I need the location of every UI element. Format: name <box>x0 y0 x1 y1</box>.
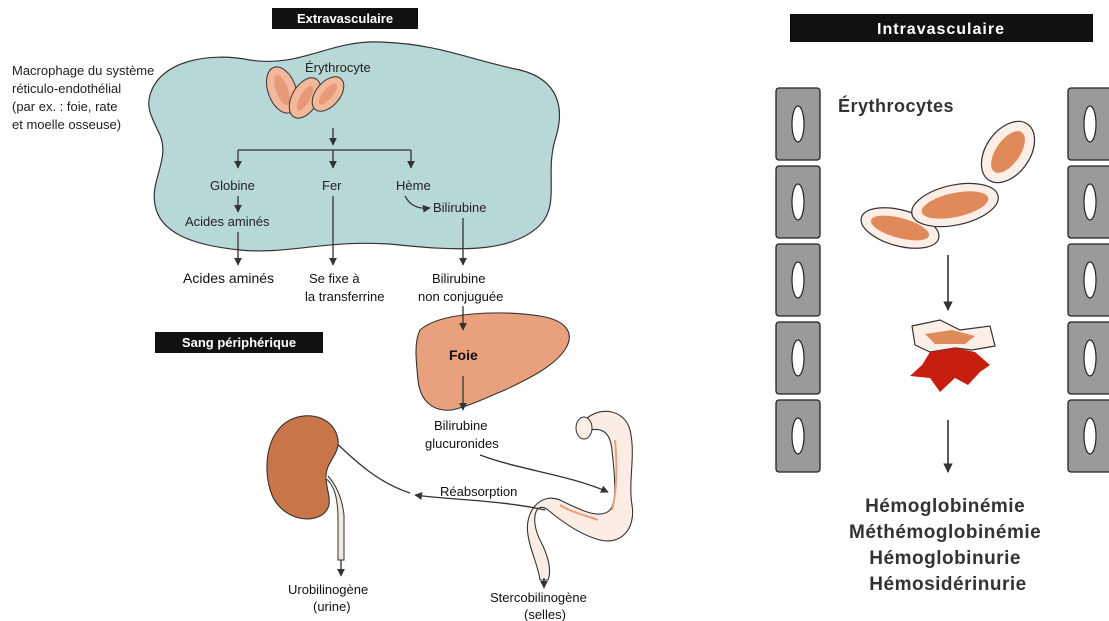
intravascular-results-label: Hémoglobinémie Méthémoglobinémie Hémoglo… <box>849 496 1047 595</box>
vessel-wall-left <box>776 88 820 472</box>
globine-label: Globine <box>210 178 255 193</box>
vessel-wall-right <box>1068 88 1109 472</box>
extravascular-panel: Extravasculaire Macrophage du système ré… <box>12 8 633 621</box>
sang-peripherique-header: Sang périphérique <box>182 335 296 350</box>
heme-label: Hème <box>396 178 431 193</box>
fer-label: Fer <box>322 178 342 193</box>
intravascular-erythrocytes-icon <box>857 112 1046 256</box>
foie-label: Foie <box>449 347 478 363</box>
bilirubine-label: Bilirubine <box>433 200 486 215</box>
erythrocytes-label: Érythrocytes <box>838 95 954 116</box>
intravasculaire-header: Intravasculaire <box>877 21 1005 38</box>
reabsorption-label: Réabsorption <box>440 484 517 499</box>
bilirubine-non-conjuguee-label: Bilirubine non conjuguée <box>418 271 503 304</box>
bilirubine-glucuronides-label: Bilirubine glucuronides <box>425 418 499 451</box>
stercobilinogene-label: Stercobilinogène (selles) <box>490 590 590 621</box>
extravasculaire-header: Extravasculaire <box>297 11 393 26</box>
urobilinogene-label: Urobilinogène (urine) <box>288 582 372 614</box>
lysed-erythrocyte-icon <box>910 320 995 392</box>
intravascular-panel: Intravasculaire Érythro <box>776 14 1109 595</box>
erythrocyte-label: Érythrocyte <box>305 60 371 75</box>
acides-amines-out-label: Acides aminés <box>183 270 274 286</box>
kidney-icon <box>267 416 338 519</box>
macrophage-label: Macrophage du système réticulo-endothéli… <box>12 63 158 132</box>
liver-icon <box>416 313 569 410</box>
intestine-end-icon <box>576 417 592 439</box>
acides-amines-inner-label: Acides aminés <box>185 214 270 229</box>
se-fixe-label: Se fixe à la transferrine <box>305 271 384 304</box>
